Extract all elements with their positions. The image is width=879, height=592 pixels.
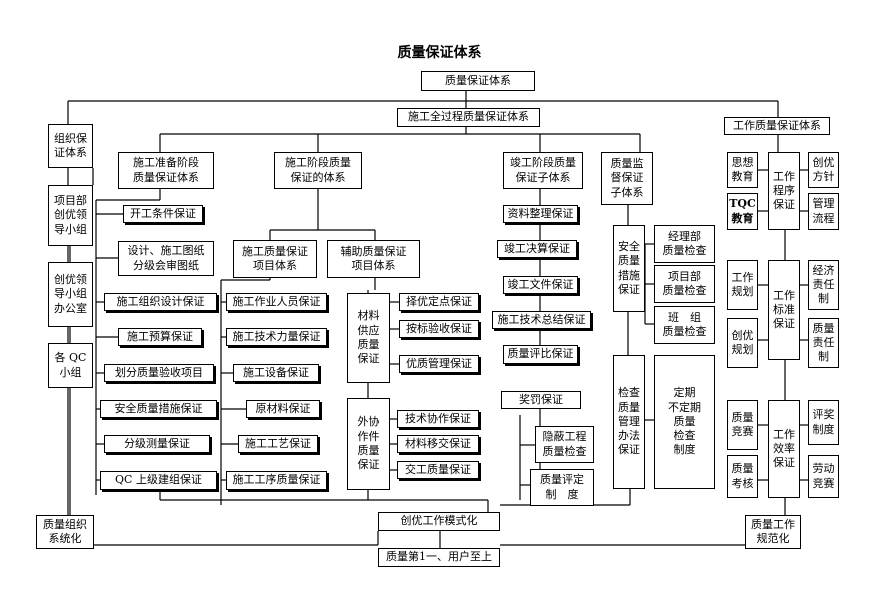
material-item: 择优定点保证 [399,293,479,311]
org-systematization: 质量组织 系统化 [36,515,94,549]
page-title: 质量保证体系 [397,45,482,61]
quality-work-standardization: 质量工作 规范化 [745,515,801,549]
economic-responsibility: 经济 责任 制 [808,260,839,310]
management-flow: 管理 流程 [808,193,839,230]
construction-item: 施工技术力量保证 [226,328,327,346]
prep-item: 施工组织设计保证 [104,293,217,311]
completion-item: 施工技术总结保证 [492,311,591,329]
prep-item: 安全质量措施保证 [100,400,217,418]
work-procedure-assurance: 工作 程序 保证 [768,152,800,230]
completion-item: 资料整理保证 [503,205,578,223]
reward-penalty-assurance: 奖罚保证 [501,391,581,409]
quality-contest: 质量 竞赛 [727,400,758,450]
inspection-management-methods: 检查 质量 管理 办法 保证 [613,355,645,489]
completion-item: 竣工文件保证 [503,276,578,294]
completion-item: 竣工决算保证 [497,240,577,258]
quality-assurance-root: 质量保证体系 [421,71,535,91]
prep-item: 施工预算保证 [118,328,202,346]
work-quality-system: 工作质量保证体系 [724,117,830,135]
prep-item: 分级测量保证 [104,435,210,453]
org-assurance-system: 组织保 证体系 [48,124,93,168]
ideology-education: 思想 教育 [727,152,758,188]
excellence-work-mode: 创优工作模式化 [378,512,500,531]
work-planning: 工作 规划 [727,260,758,310]
work-efficiency-assurance: 工作 效率 保证 [768,400,800,498]
periodic-inspection-system: 定期 不定期 质量 检查 制度 [654,355,715,489]
prep-item: 划分质量验收项目 [104,364,214,382]
supervision-item: 班 组 质量检查 [654,306,715,344]
construction-item: 施工工艺保证 [238,435,318,453]
excellence-planning: 创优 规划 [727,318,758,368]
tqc-education: TQC 教育 [727,193,758,230]
quality-assessment: 质量 考核 [727,455,758,498]
construction-main-system: 施工质量保证 项目体系 [233,240,317,278]
outsource-item: 交工质量保证 [397,461,479,479]
quality-rating-system: 质量评定 制 度 [530,469,594,506]
material-supply-assurance: 材料 供应 质量 保证 [347,293,390,383]
prep-stage-system: 施工准备阶段 质量保证体系 [118,152,214,189]
construction-item: 施工设备保证 [233,364,319,382]
prep-item: QC 上级建组保证 [100,471,217,490]
labor-contest: 劳动 竞赛 [808,455,839,498]
supervision-system: 质量监 督保证 子体系 [601,152,653,205]
completion-stage-system: 竣工阶段质量 保证子体系 [503,152,583,189]
award-system: 评奖 制度 [808,400,839,445]
completion-item: 质量评比保证 [503,345,578,364]
excellence-policy: 创优 方针 [808,152,839,188]
construction-stage-system: 施工阶段质量 保证的体系 [274,152,362,189]
construction-item: 施工工序质量保证 [226,471,327,490]
construction-item: 施工作业人员保证 [226,293,327,311]
outsource-item: 材料移交保证 [397,435,479,453]
safety-quality-measures: 安全 质量 措施 保证 [613,225,645,312]
material-item: 优质管理保证 [399,355,479,373]
process-system: 施工全过程质量保证体系 [397,108,540,127]
leadership-office: 创优领 导小组 办公室 [48,262,93,327]
material-item: 按标验收保证 [399,320,479,338]
quality-responsibility: 质量 责任 制 [808,318,839,368]
prep-item: 开工条件保证 [123,205,203,223]
supervision-item: 项目部 质量检查 [654,265,715,303]
construction-aux-system: 辅助质量保证 项目体系 [327,240,420,278]
quality-first-slogan: 质量第1一、用户至上 [378,548,500,567]
project-leadership-group: 项目部 创优领 导小组 [48,185,93,246]
prep-item: 设计、施工图纸 分级会审图纸 [118,241,214,276]
outsource-item: 技术协作保证 [397,410,479,428]
supervision-item: 经理部 质量检查 [654,225,715,263]
qc-group: 各 QC 小组 [48,343,93,388]
construction-item: 原材料保证 [246,400,320,418]
work-standard-assurance: 工作 标准 保证 [768,260,800,360]
hidden-works-inspection: 隐蔽工程 质量检查 [535,426,594,463]
outsource-assurance: 外协 作件 质量 保证 [347,398,390,490]
